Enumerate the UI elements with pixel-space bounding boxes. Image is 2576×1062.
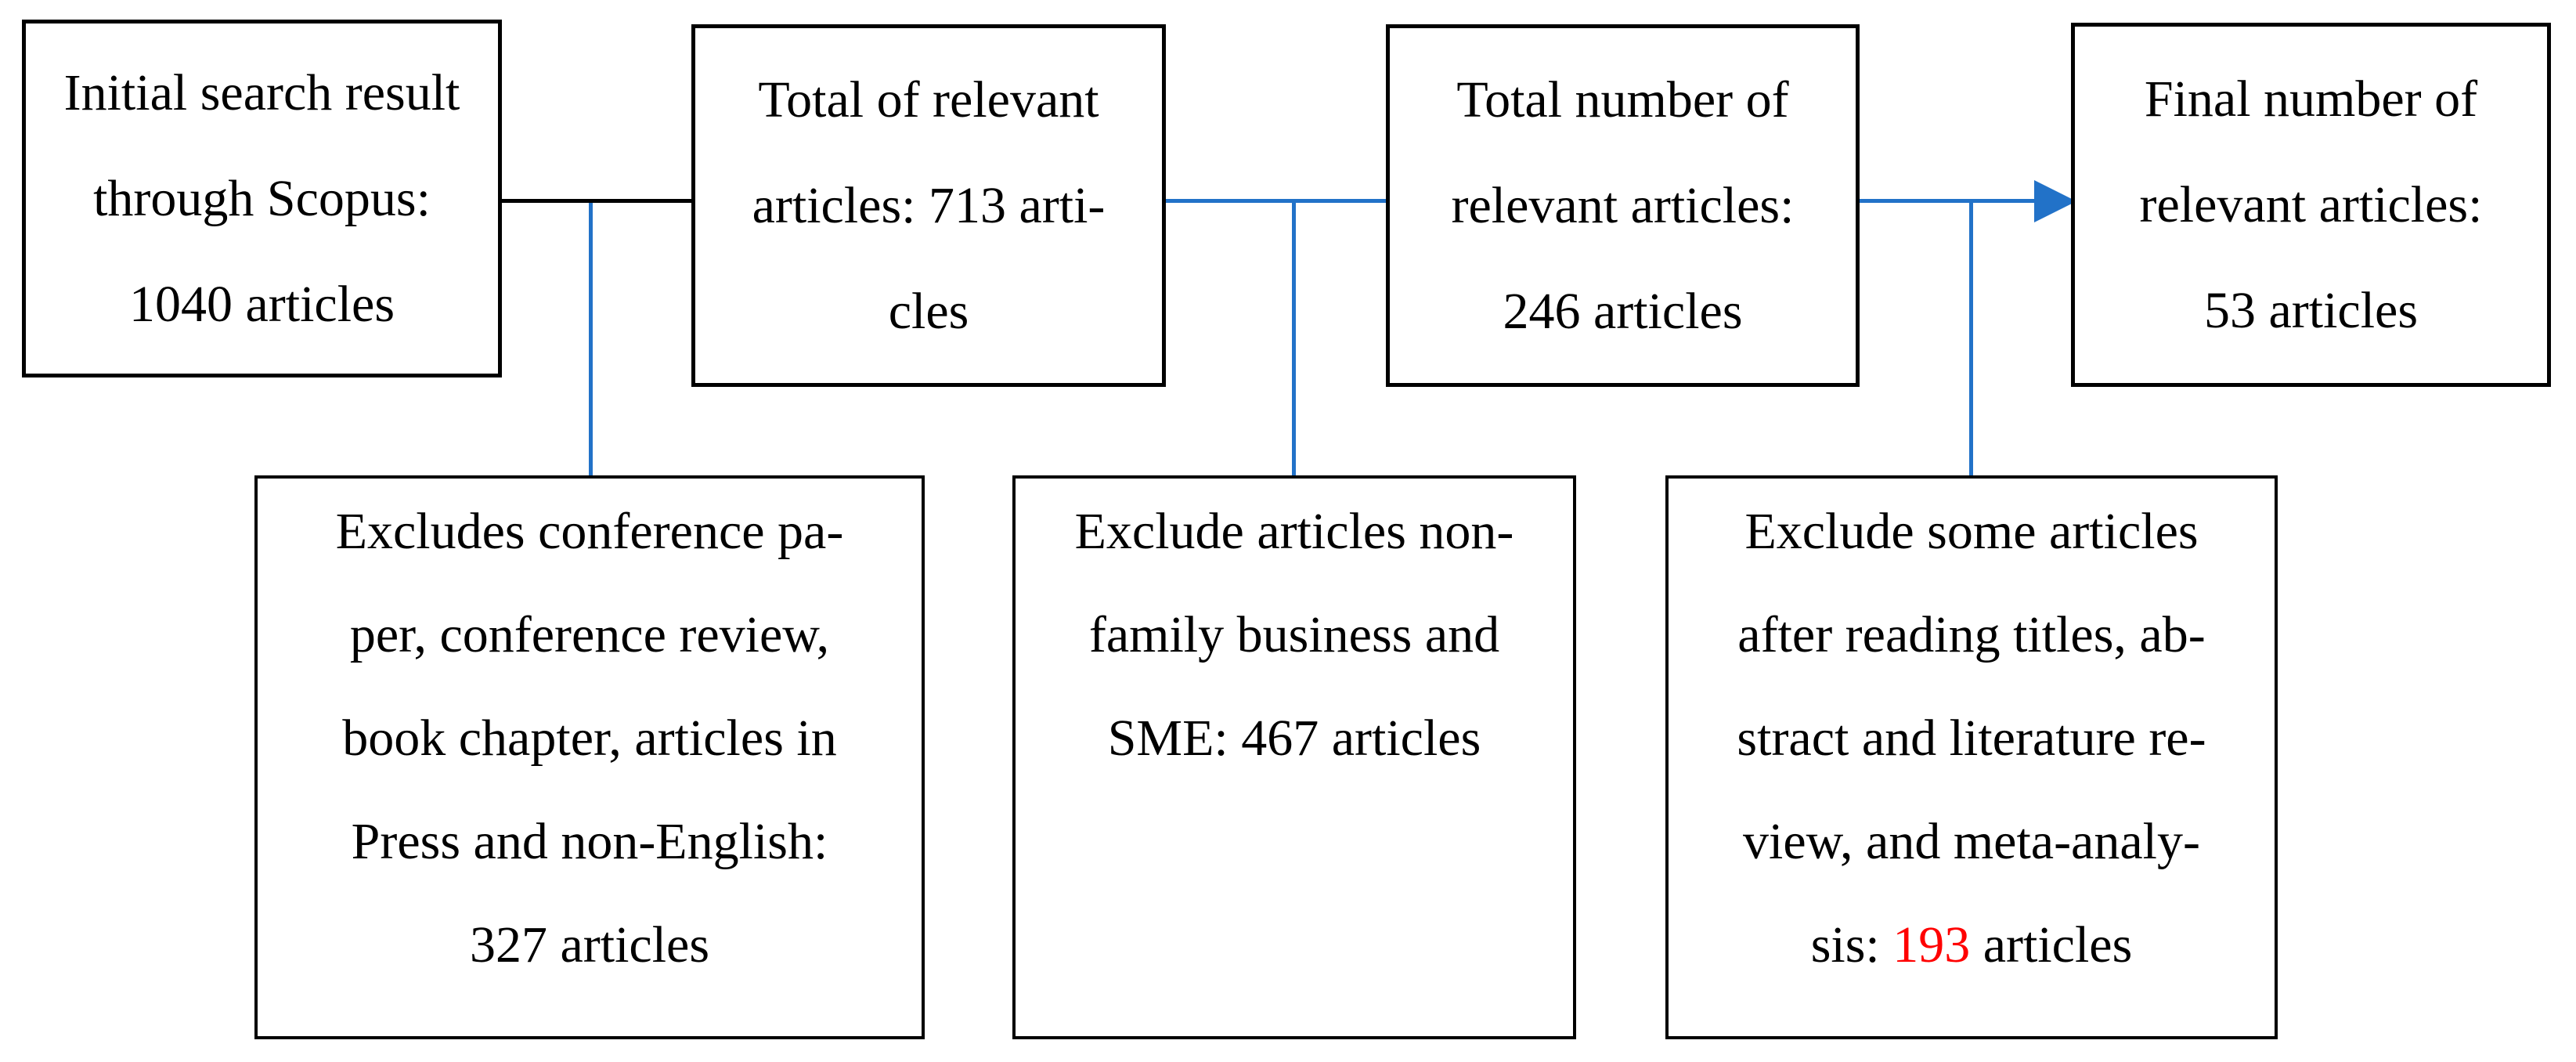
text-line: after reading titles, ab-	[1737, 606, 2206, 663]
text-line: cles	[888, 283, 969, 340]
text-line: through Scopus:	[93, 170, 431, 227]
text-line: 246 articles	[1503, 283, 1743, 340]
connector-box1-to-box2-line	[498, 199, 695, 203]
text-line: Press and non-English:	[351, 813, 828, 870]
connector-box3-to-box4-line	[1856, 199, 2039, 203]
text-line: 327 articles	[469, 916, 710, 974]
text-line: Exclude some articles	[1744, 503, 2199, 560]
text-line: Excludes conference pa-	[335, 503, 844, 560]
text-line: Final number of	[2144, 70, 2478, 128]
box-exclusion-after-reading: Exclude some articles after reading title…	[1665, 475, 2278, 1039]
box-total-relevant-articles: Total of relevant articles: 713 arti-cles	[691, 24, 1166, 387]
text-line: sis: 193 articles	[1811, 894, 2133, 997]
text-line: Exclude articles non-	[1074, 503, 1514, 560]
connector-drop-to-exclusion2-line	[1292, 203, 1296, 477]
text-line: stract and literature re-	[1737, 710, 2206, 767]
highlighted-count: 193	[1892, 916, 1971, 974]
box-final-number-relevant-articles: Final number of relevant articles: 53 arti…	[2071, 23, 2551, 387]
text-line: relevant articles:	[1451, 177, 1795, 234]
text-line: book chapter, articles in	[342, 710, 837, 767]
box-total-number-relevant-articles: Total number of relevant articles: 246 art…	[1386, 24, 1860, 387]
text-line: Total number of	[1456, 71, 1789, 128]
box-exclusion-conference-papers: Excludes conference pa-per, conference r…	[254, 475, 925, 1039]
text-line: 53 articles	[2203, 282, 2419, 339]
text-line: Total of relevant	[758, 71, 1099, 128]
text-line: 1040 articles	[128, 276, 395, 333]
text-line: family business and	[1088, 606, 1500, 663]
box-initial-search-result: Initial search result through Scopus: 1040…	[22, 20, 502, 377]
box-exclusion-non-family-business: Exclude articles non-family business and…	[1012, 475, 1576, 1039]
connector-drop-to-exclusion3-line	[1969, 203, 1973, 477]
connector-box2-to-box3-line	[1163, 199, 1389, 203]
text-line: relevant articles:	[2139, 176, 2483, 233]
connector-drop-to-exclusion1-line	[589, 203, 593, 477]
text-line: view, and meta-analy-	[1743, 813, 2200, 870]
arrowhead-right-icon	[2034, 180, 2076, 222]
text-line: per, conference review,	[349, 606, 830, 663]
text-line: Initial search result	[63, 64, 460, 121]
text-line: articles: 713 arti-	[752, 177, 1106, 234]
text-segment: sis:	[1810, 916, 1893, 974]
text-segment: articles	[1970, 916, 2133, 974]
text-line: SME: 467 articles	[1107, 710, 1481, 767]
